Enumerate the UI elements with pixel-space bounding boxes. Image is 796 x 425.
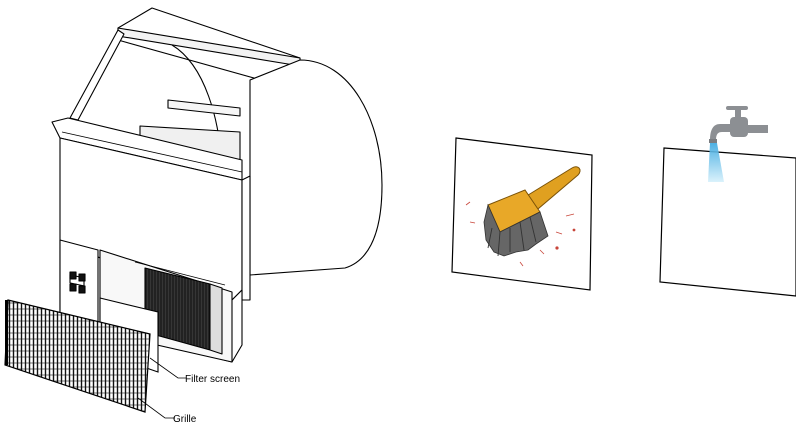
callout-grille: Grille: [173, 414, 197, 425]
inner-pan-back: [167, 99, 241, 117]
cabinet-right: [241, 175, 251, 301]
control-button[interactable]: [78, 273, 86, 282]
front-header: [51, 117, 243, 181]
condenser-fins: [209, 283, 223, 355]
control-button[interactable]: [78, 285, 86, 294]
left-upright: [69, 29, 125, 121]
callout-leaders: [137, 357, 186, 419]
curved-side-panel: [249, 59, 383, 276]
faucet-icon: [708, 106, 768, 182]
control-button[interactable]: [69, 271, 77, 280]
water-stream: [708, 143, 724, 182]
grille[interactable]: [4, 299, 151, 413]
brush-panel: [451, 137, 593, 291]
faucet-panel: [659, 106, 796, 297]
brush-icon: [465, 166, 581, 267]
control-button[interactable]: [69, 283, 77, 292]
callout-filter-screen: Filter screen: [185, 374, 240, 385]
